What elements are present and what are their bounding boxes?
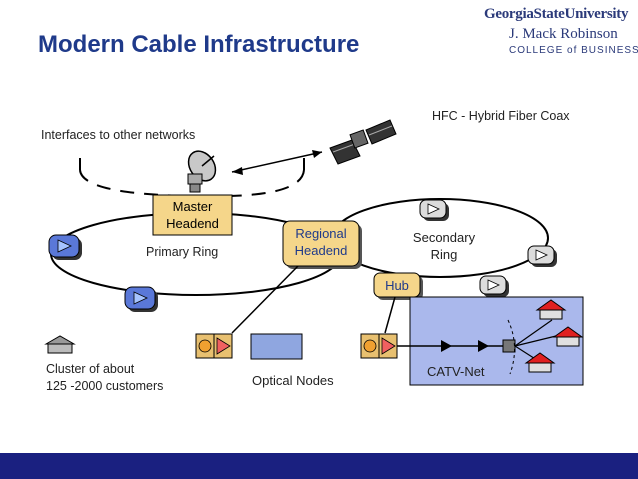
regional-headend-line2: Headend	[294, 243, 348, 258]
amplifier-1	[441, 340, 452, 352]
regional-headend-line1: Regional	[295, 226, 347, 241]
master-headend-label: Master Headend	[153, 198, 232, 232]
optical-node-2	[360, 333, 398, 359]
logo-college: COLLEGE of BUSINESS	[509, 45, 638, 56]
master-headend-line2: Headend	[166, 216, 219, 231]
cluster-label: Cluster of about 125 -2000 customers	[46, 361, 163, 395]
link-hub-to-node2	[384, 296, 396, 334]
interfaces-label: Interfaces to other networks	[41, 128, 196, 142]
router-icon-secondary-right	[527, 245, 557, 267]
master-headend-line1: Master	[172, 199, 213, 214]
cluster-house-icon	[44, 335, 76, 354]
uplink-arrow	[231, 151, 323, 173]
house-icon-3	[524, 352, 556, 373]
regional-headend-label: Regional Headend	[283, 225, 359, 259]
tap-box	[502, 339, 516, 353]
secondary-ring-line1: Secondary	[412, 230, 476, 245]
catv-net-label: CATV-Net	[427, 364, 485, 379]
secondary-ring-label: Secondary Ring	[402, 229, 486, 263]
satellite-icon	[329, 119, 397, 165]
router-icon-primary-bottom	[124, 286, 158, 312]
router-icon-secondary-top	[419, 199, 449, 221]
optical-node-1	[195, 333, 303, 360]
hub-label: Hub	[385, 278, 409, 293]
logo-university: GeorgiaStateUniversity	[484, 6, 629, 22]
regional-headend-box	[282, 220, 360, 267]
cluster-line1: Cluster of about	[46, 362, 135, 376]
router-icon-secondary-bottom	[479, 275, 509, 297]
hfc-label: HFC - Hybrid Fiber Coax	[432, 109, 570, 123]
master-headend-box	[152, 194, 233, 236]
amplifier-2	[478, 340, 489, 352]
router-icon-primary-left	[48, 234, 82, 260]
page-title: Modern Cable Infrastructure	[38, 31, 360, 58]
primary-ring-label: Primary Ring	[146, 245, 219, 259]
dish-icon	[187, 150, 217, 193]
house-icon-1	[535, 299, 567, 320]
logo-school: J. Mack Robinson	[509, 26, 618, 42]
optical-nodes-label: Optical Nodes	[252, 373, 334, 388]
bottom-bar	[0, 453, 638, 479]
hub-box	[373, 272, 421, 298]
interfaces-bracket	[79, 158, 305, 197]
house-icon-2	[552, 326, 584, 347]
link-primary-to-node1	[231, 265, 299, 334]
secondary-ring-line2: Ring	[430, 247, 458, 262]
cluster-line2: 125 -2000 customers	[46, 379, 164, 393]
